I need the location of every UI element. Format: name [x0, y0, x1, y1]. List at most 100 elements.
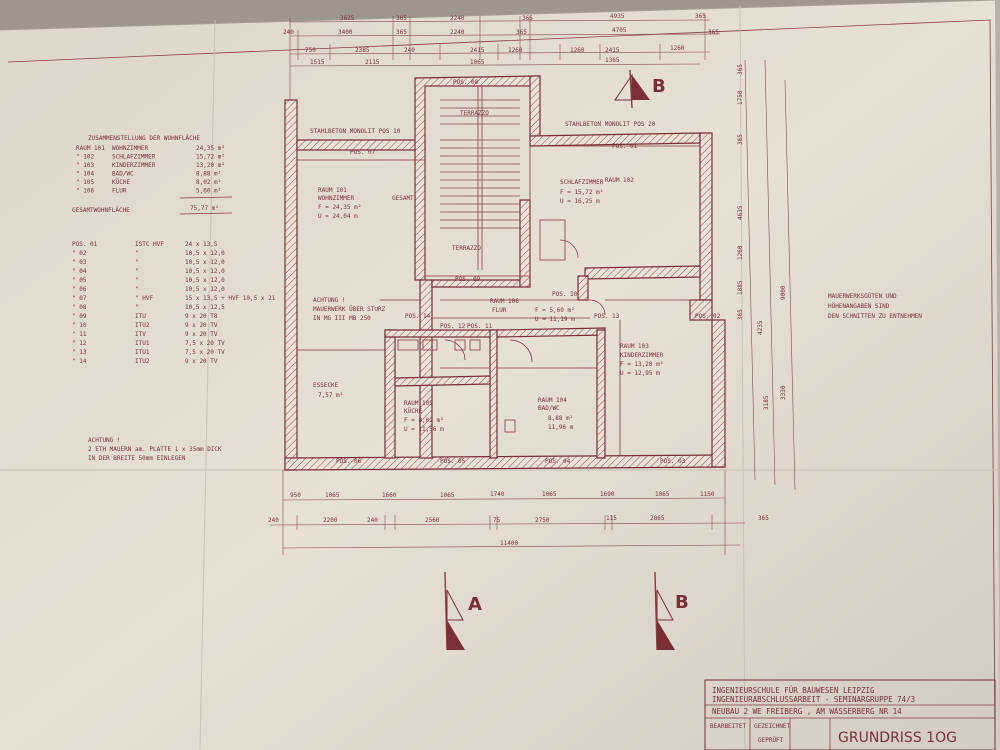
pos-label-08: POS. 08: [453, 79, 479, 86]
terrazzo-label-top: TERRAZZO: [460, 110, 489, 117]
position-row-type: ITU1: [135, 349, 150, 356]
dim-bottom-2-6: 115: [606, 515, 617, 522]
dim-right: 365: [737, 64, 744, 75]
titleblock-label-gezeichnet: GEZEICHNET: [754, 723, 791, 730]
room-104: RAUM 104 BAD/WC 8,88 m² 11,96 m: [538, 397, 574, 431]
dim-top-2-4: 365: [516, 29, 527, 36]
dim-top-3-4: 1260: [508, 47, 523, 54]
dim-top-1-1: 365: [396, 15, 407, 22]
summary-row-area: 13,20 m²: [196, 162, 225, 169]
room-102-title: RAUM 102: [605, 177, 634, 184]
position-row-pos: " 04: [72, 268, 87, 275]
room-102-area: F = 15,72 m²: [560, 189, 603, 196]
section-marker-b-top: B: [614, 69, 666, 109]
stairwell: TERRAZZO TERRAZZO: [424, 85, 531, 277]
position-row-dim: 9 x 20 TV: [185, 322, 218, 329]
fixtures: [397, 219, 606, 433]
summary-row-name: KÜCHE: [112, 179, 130, 186]
dim-right: 4635: [737, 205, 744, 220]
room-103-perimeter: U = 12,95 m: [620, 370, 660, 377]
dim-right: 1885: [737, 280, 744, 295]
note-right-3: DEN SCHNITTEN ZU ENTNEHMEN: [828, 313, 922, 320]
position-row-dim: 10,5 x 12,0: [185, 259, 225, 266]
summary-row-no: " 103: [76, 162, 94, 169]
room-101-name: WOHNZIMMER: [318, 195, 355, 202]
position-row-type: ITV: [135, 331, 146, 338]
room-102: RAUM 102 SCHLAFZIMMER F = 15,72 m² U = 1…: [560, 177, 634, 205]
dim-bottom-1-7: 1065: [655, 491, 670, 498]
position-row-dim: 9 x 20 TV: [185, 358, 218, 365]
dim-top-4-0: 1515: [310, 59, 325, 66]
room-105-name: KÜCHE: [404, 408, 422, 415]
position-row-dim: 15 x 13,5 + HVF 10,5 x 21: [185, 295, 276, 302]
top-dimensions: 3625 365 2240 365 4935 365 240 3400 365 …: [283, 13, 721, 100]
pos-label-03: POS. 03: [660, 458, 686, 465]
dim-bottom-1-4: 1740: [490, 491, 505, 498]
dim-top-2-6: 365: [708, 29, 719, 36]
summary-row-no: " 106: [76, 188, 94, 195]
pos-label-01: POS. 01: [612, 143, 638, 150]
dim-bottom-2-1: 2200: [323, 517, 338, 524]
dim-top-4-3: 1365: [605, 57, 620, 64]
pos-label-05: POS. 05: [440, 458, 466, 465]
title-block: INGENIEURSCHULE FÜR BAUWESEN LEIPZIG ING…: [704, 679, 996, 750]
dim-top-3-1: 2385: [355, 47, 370, 54]
titleblock-school: INGENIEURSCHULE FÜR BAUWESEN LEIPZIG: [712, 686, 875, 695]
room-101-area: F = 24,35 m²: [318, 204, 361, 211]
room-104-title: RAUM 104: [538, 397, 567, 404]
dim-top-3-0: 750: [305, 47, 316, 54]
position-row-type: " HVF: [135, 295, 153, 302]
window-labels: POS. 07 POS. 01 POS. 06 POS. 05 POS. 04 …: [336, 79, 721, 465]
summary-row-no: " 102: [76, 154, 94, 161]
dim-top-1-4: 4935: [610, 13, 625, 20]
dim-bottom-2-4: 75: [493, 517, 501, 524]
dim-bottom-1-5: 1065: [542, 491, 557, 498]
dim-top-4-2: 1065: [470, 59, 485, 66]
pos-label-04: POS. 04: [545, 458, 571, 465]
summary-row-name: FLUR: [112, 188, 127, 195]
dim-bottom-1-0: 950: [290, 492, 301, 499]
dim-top-1-3: 365: [522, 15, 533, 22]
room-101: RAUM 101 WOHNZIMMER F = 24,35 m² U = 24,…: [318, 187, 361, 220]
dim-top-1-0: 3625: [340, 15, 355, 22]
note-left-3: IN DER BREITE 50mm EINLEGEN: [88, 455, 186, 462]
dim-top-2-2: 365: [396, 29, 407, 36]
note-mid-1: ACHTUNG !: [313, 297, 346, 304]
dim-bottom-1-2: 1660: [382, 492, 397, 499]
position-row-dim: 7,5 x 20 TV: [185, 340, 225, 347]
summary-total-value: 75,77 m²: [190, 205, 219, 212]
note-right-2: HÖHENANGABEN SIND: [828, 303, 890, 310]
dim-bottom-2-7: 2865: [650, 515, 665, 522]
summary-row-name: BAD/WC: [112, 171, 134, 178]
room-103-area: F = 13,20 m²: [620, 361, 663, 368]
position-row-pos: " 14: [72, 358, 87, 365]
summary-row-no: " 105: [76, 179, 94, 186]
walls: [284, 75, 726, 471]
position-row-pos: " 09: [72, 313, 87, 320]
room-106-area: F = 5,60 m²: [535, 307, 575, 314]
dim-bottom-2-0: 240: [268, 517, 279, 524]
dim-top-1-2: 2240: [450, 15, 465, 22]
position-row-type: ": [135, 277, 139, 284]
room-106-perimeter: U = 11,19 m: [535, 316, 575, 323]
summary-title: ZUSAMMENSTELLUNG DER WOHNFLÄCHE: [88, 135, 200, 142]
position-row-dim: 7,5 x 20 TV: [185, 349, 225, 356]
section-b-top-label: B: [652, 76, 666, 97]
note-stahlbeton-right: STAHLBETON MONOLIT POS 20: [565, 121, 656, 128]
room-104-area: 8,88 m²: [548, 415, 573, 422]
summary-row-name: WOHNZIMMER: [112, 145, 149, 152]
dim-right: 365: [737, 134, 744, 145]
room-106-name: FLUR: [492, 307, 507, 314]
room-106: RAUM 106 FLUR F = 5,60 m² U = 11,19 m: [490, 298, 575, 323]
section-marker-a: A: [444, 571, 482, 651]
section-marker-b-bottom: B: [654, 571, 689, 651]
room-105-title: RAUM 105: [404, 400, 433, 407]
dim-bottom-2-3: 2560: [425, 517, 440, 524]
note-gesamt: GESAMT: [392, 195, 414, 202]
summary-row-area: 8,02 m²: [196, 179, 221, 186]
position-row-pos: " 10: [72, 322, 87, 329]
notes: ACHTUNG ! 2 ETH MAUERN am. PLATTE 1 x 35…: [88, 121, 922, 462]
summary-row-area: 15,72 m²: [196, 154, 225, 161]
room-105: RAUM 105 KÜCHE F = 8,02 m² U = 11,56 m: [404, 400, 444, 433]
